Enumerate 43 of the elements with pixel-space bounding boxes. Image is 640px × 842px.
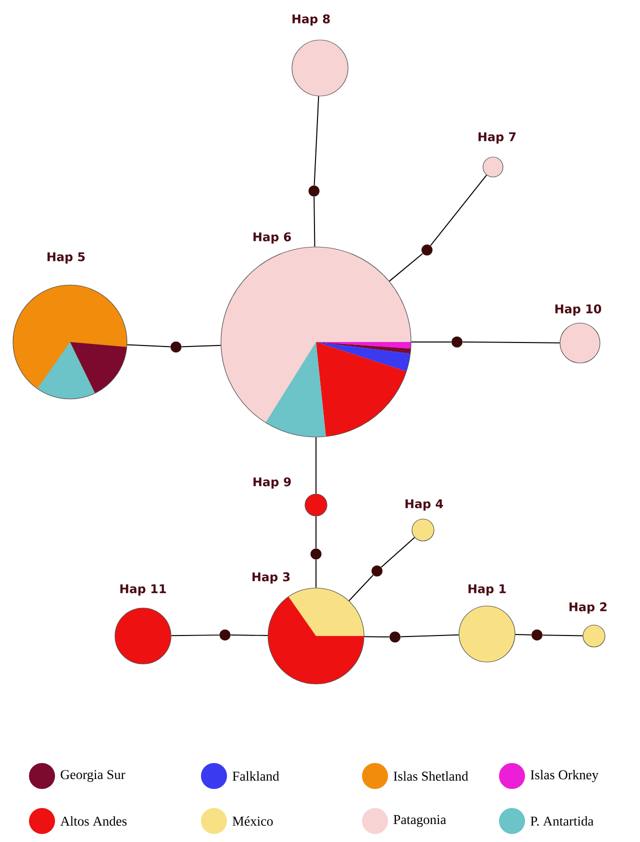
legend-label: Altos Andes xyxy=(60,816,127,826)
network-line xyxy=(388,253,424,282)
median-vector-dot xyxy=(532,630,542,640)
haplotype-label: Hap 1 xyxy=(468,584,506,596)
haplotype-label: Hap 5 xyxy=(48,252,85,264)
legend-label: P. Antartida xyxy=(530,816,594,826)
haplotype-label: Hap 3 xyxy=(252,572,290,584)
network-line xyxy=(181,344,222,348)
network-line xyxy=(126,344,171,348)
median-vector-dot xyxy=(310,548,322,560)
network-line xyxy=(170,634,220,636)
haplotype-label: Hap 2 xyxy=(570,602,607,614)
network-line xyxy=(314,196,316,248)
haplotype-label: Hap 7 xyxy=(478,132,516,144)
legend-label: México xyxy=(232,816,273,826)
legend-label: Falkland xyxy=(232,771,280,781)
legend-label: Patagonia xyxy=(394,815,446,827)
median-vector-dot xyxy=(170,342,182,352)
network-line xyxy=(514,634,532,636)
median-vector-dot xyxy=(220,630,230,640)
network-line xyxy=(230,634,268,636)
haplotype-label: Hap 8 xyxy=(292,14,330,26)
haplotype-label: Hap 6 xyxy=(254,232,291,244)
haplotype-label: Hap 10 xyxy=(555,304,602,316)
network-line xyxy=(430,174,488,246)
legend-label: Islas Shetland xyxy=(394,771,468,781)
legend-label: Islas Orkney xyxy=(530,770,598,782)
haplotype-label: Hap 11 xyxy=(120,584,166,596)
network-line xyxy=(364,636,390,638)
network-line xyxy=(542,634,584,636)
median-vector-dot xyxy=(452,336,462,348)
haplotype-label: Hap 9 xyxy=(254,477,291,489)
median-vector-dot xyxy=(422,244,432,256)
network-line xyxy=(348,574,374,602)
median-vector-dot xyxy=(372,566,382,576)
legend-label: Georgia Sur xyxy=(60,770,126,782)
haplotype-label: Hap 4 xyxy=(406,499,443,511)
network-line xyxy=(314,96,320,186)
network-line xyxy=(462,342,560,344)
network-line xyxy=(400,634,460,638)
median-vector-dot xyxy=(308,186,320,196)
median-vector-dot xyxy=(390,632,400,642)
network-line xyxy=(380,537,416,568)
